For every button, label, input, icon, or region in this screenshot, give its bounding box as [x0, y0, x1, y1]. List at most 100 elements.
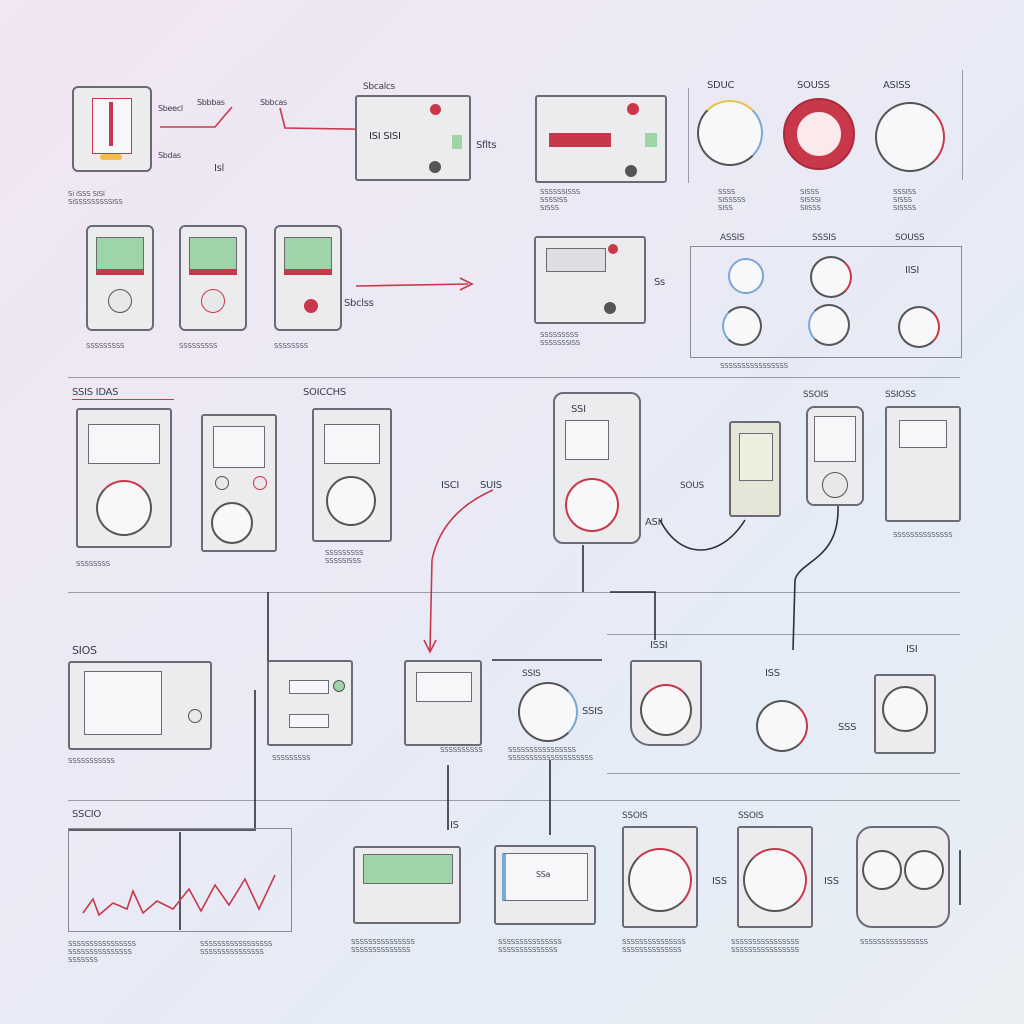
gauge-box-dial — [640, 684, 692, 736]
monitor-panel-knob[interactable] — [188, 709, 202, 723]
wire-r3-cable-b — [792, 504, 839, 651]
switch-unit-green-led[interactable] — [333, 680, 345, 692]
label-r4-d: ISSI — [650, 640, 668, 651]
caption-dial-panel-2: SSSSSSSSSSSSSSSS SSSSSSSSSSSSSSSS — [731, 938, 799, 954]
label-r4-e: ISS — [765, 668, 780, 679]
pressure-meter[interactable]: SSI — [553, 392, 641, 544]
label-r3-a: SSIS IDAS — [72, 387, 119, 398]
digital-indicator[interactable] — [885, 406, 961, 522]
switch-unit[interactable] — [267, 660, 353, 746]
wall-clock-unit-dial — [96, 480, 152, 536]
handheld-meter-2-screen — [189, 237, 237, 275]
frame-right-edge — [962, 70, 963, 180]
control-panel-1-title: Sbcalcs — [363, 82, 395, 92]
caption-dial-panel-1: SSSSSSSSSSSSSSS SSSSSSSSSSSSSS — [622, 938, 686, 954]
green-display-unit[interactable] — [353, 846, 461, 924]
caption-gauge-panel: SSSSSSSSSSSSSSSS — [720, 362, 788, 370]
analog-panel-unit[interactable] — [312, 408, 392, 542]
keypad-controller[interactable] — [806, 406, 864, 506]
divider-row-3-4 — [68, 592, 960, 593]
caption-gauge-1: SSSS SISSSSS SISS — [718, 188, 746, 212]
keypad-controller-dial[interactable] — [822, 472, 848, 498]
control-panel-1-red-led[interactable] — [430, 104, 441, 115]
dual-dial-unit-knob-a[interactable] — [215, 476, 229, 490]
caption-analog-panel: SSSSSSSSS SSSSSISSS — [325, 549, 364, 565]
dual-dial-unit-screen — [213, 426, 265, 468]
data-monitor[interactable]: SSa — [494, 845, 596, 925]
handheld-meter-3-red-button[interactable] — [304, 299, 318, 313]
handheld-meter-1-dial[interactable] — [108, 289, 132, 313]
dial-panel-1[interactable] — [622, 826, 698, 928]
caption-control-panel-2: SSSSSSISSS SSSSISS SISSS — [540, 188, 581, 212]
divider-row-4-bottom — [607, 773, 960, 774]
gauge-panel-dial-3 — [722, 306, 762, 346]
dual-dial-unit[interactable] — [201, 414, 277, 552]
thermostat-device[interactable] — [72, 86, 152, 172]
label-r1-d: Sbdas — [158, 151, 181, 160]
gauge-panel-dial-5 — [898, 306, 940, 348]
divider-row-2-3 — [68, 377, 960, 378]
caption-monitor-panel: SSSSSSSSSSS — [68, 757, 115, 765]
dual-dial-unit-knob-b[interactable] — [253, 476, 267, 490]
label-r3-c: ISCI — [441, 480, 460, 491]
bench-unit-knob[interactable] — [604, 302, 616, 314]
clock-box-dial — [882, 686, 928, 732]
control-panel-1-indicator — [452, 135, 462, 149]
handheld-meter-3[interactable] — [274, 225, 342, 331]
control-panel-2-red-bar — [549, 133, 611, 147]
twin-gauge-unit[interactable] — [856, 826, 950, 928]
twin-gauge-unit-dial-b — [904, 850, 944, 890]
label-r4-f: ISI — [906, 644, 918, 655]
caption-waveform-b: SSSSSSSSSSSSSSSSS SSSSSSSSSSSSSSS — [200, 940, 273, 956]
handheld-meter-2[interactable] — [179, 225, 247, 331]
control-panel-2-red-led[interactable] — [627, 103, 639, 115]
label-r3-d: SUIS — [480, 480, 502, 491]
control-panel-2[interactable] — [535, 95, 667, 183]
handheld-meter-2-dial[interactable] — [201, 289, 225, 313]
frame-left-gauges — [688, 88, 689, 183]
thermostat-bar — [109, 102, 113, 146]
green-display-unit-screen — [363, 854, 453, 884]
flow-meter[interactable] — [404, 660, 482, 746]
control-panel-1[interactable]: Sbcalcs ISI SISI — [355, 82, 471, 181]
gauge-2-face — [797, 112, 841, 156]
switch-unit-screen-a — [289, 680, 329, 694]
dial-panel-1-dial — [628, 848, 692, 912]
handheld-meter-1[interactable] — [86, 225, 154, 331]
keypad-controller-screen — [814, 416, 856, 462]
label-r5-b: SSOIS — [622, 811, 648, 821]
label-r4-a: SIOS — [72, 644, 97, 657]
clock-box[interactable] — [874, 674, 936, 754]
bench-unit[interactable] — [534, 236, 646, 324]
label-r1-a: Sbeecl — [158, 104, 183, 113]
data-monitor-label: SSa — [536, 870, 551, 879]
dual-dial-unit-dial — [211, 502, 253, 544]
flow-meter-screen — [416, 672, 472, 702]
monitor-panel[interactable] — [68, 661, 212, 750]
waveform-trace — [82, 874, 276, 917]
analog-panel-unit-screen — [324, 424, 380, 464]
label-r3-a-underline — [72, 399, 174, 400]
red-needle-dial — [756, 700, 808, 752]
gauge-panel-dial-4 — [808, 304, 850, 346]
caption-switch-unit: SSSSSSSSS — [272, 754, 311, 762]
control-panel-2-knob[interactable] — [625, 165, 637, 177]
handheld-meter-1-screen — [96, 237, 144, 275]
dial-panel-2[interactable] — [737, 826, 813, 928]
control-panel-1-knob[interactable] — [429, 161, 441, 173]
wall-clock-unit[interactable] — [76, 408, 172, 548]
caption-meter-1: SSSSSSSSS — [86, 342, 125, 350]
gauge-3-dial — [875, 102, 945, 172]
label-r5-f: ISS — [824, 876, 839, 887]
pressure-meter-label: SSI — [571, 404, 586, 415]
sensor-module-screen — [739, 433, 773, 481]
caption-data-monitor: SSSSSSSSSSSSSSS SSSSSSSSSSSSSS — [498, 938, 562, 954]
gauge-panel-readout: IISI — [905, 265, 919, 276]
sensor-module[interactable] — [729, 421, 781, 517]
label-r3-g: SSOIS — [803, 390, 829, 400]
bench-unit-red-led[interactable] — [608, 244, 618, 254]
gauge-box[interactable] — [630, 660, 702, 746]
twin-gauge-unit-dial-a — [862, 850, 902, 890]
switch-unit-screen-b — [289, 714, 329, 728]
gauge-3-title: ASISS — [883, 80, 911, 91]
